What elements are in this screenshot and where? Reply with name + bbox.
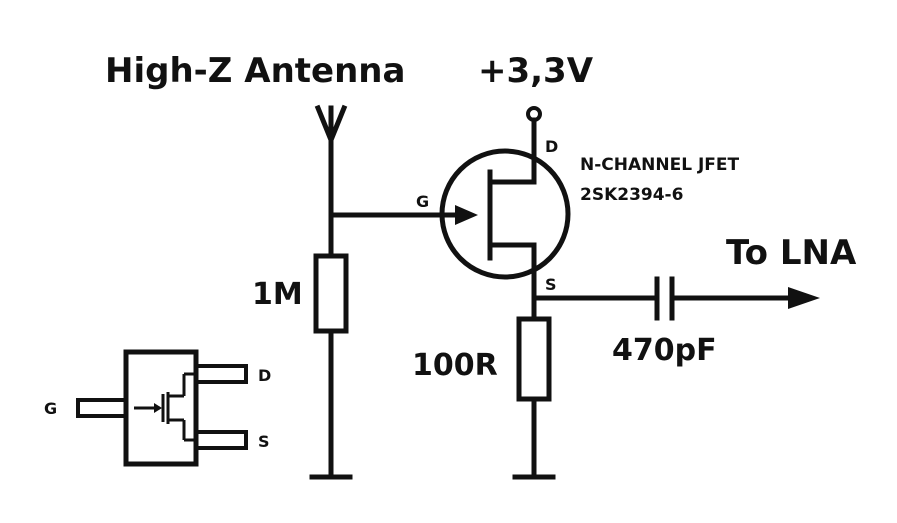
jfet-symbol [439, 148, 571, 280]
pin-gate-label: G [416, 192, 429, 211]
gate-wire [328, 205, 478, 225]
resistor-1m [313, 253, 349, 334]
package-gate-label: G [44, 399, 57, 418]
supply-label: +3,3V [478, 51, 594, 91]
antenna-symbol [314, 104, 348, 258]
antenna-label: High-Z Antenna [105, 51, 405, 91]
resistor-100r-label: 100R [412, 348, 498, 383]
pin-source-label: S [545, 275, 557, 294]
pin-drain-label: D [545, 137, 558, 156]
jfet-type-label: N-CHANNEL JFET [580, 155, 740, 175]
output-arrow [788, 287, 820, 309]
resistor-100r [516, 316, 552, 402]
capacitor-label: 470pF [612, 333, 717, 368]
jfet-part-label: 2SK2394-6 [580, 185, 683, 205]
package-drain-label: D [258, 366, 271, 385]
resistor-1m-label: 1M [252, 277, 303, 312]
package-source-label: S [258, 432, 270, 451]
capacitor-470pf [654, 276, 675, 321]
package-outline [76, 349, 248, 467]
output-label: To LNA [726, 233, 857, 273]
